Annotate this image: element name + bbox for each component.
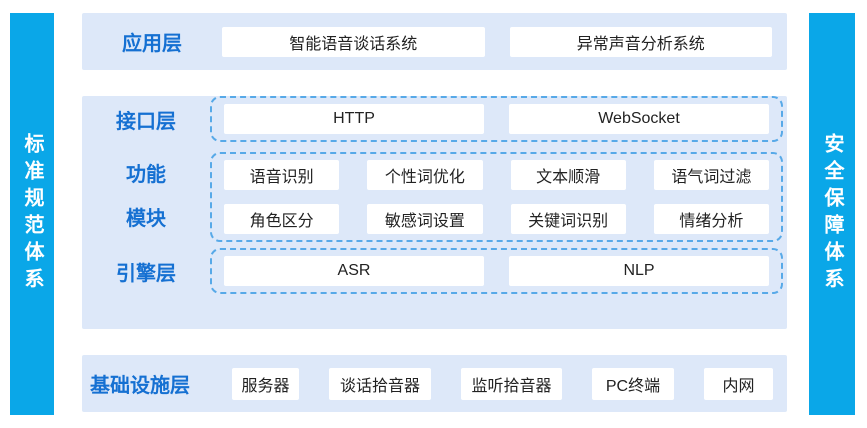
engine-box-nlp: NLP (509, 256, 769, 286)
core-layers-panel: 接口层 HTTP WebSocket 功能 模块 语音识别 个性词优化 文 (82, 96, 787, 329)
func-box-personalized-word-optimization: 个性词优化 (367, 160, 483, 190)
application-layer-panel: 应用层 智能语音谈话系统 异常声音分析系统 (82, 13, 787, 70)
func-box-role-differentiation: 角色区分 (224, 204, 340, 234)
infrastructure-layer-label-col: 基础设施层 (82, 369, 224, 398)
func-box-sensitive-word-settings: 敏感词设置 (367, 204, 483, 234)
func-box-keyword-recognition: 关键词识别 (510, 204, 626, 234)
interface-box-http: HTTP (224, 104, 484, 134)
infra-box-intranet: 内网 (704, 367, 773, 400)
engine-layer-row: 引擎层 ASR NLP (82, 248, 787, 294)
left-pillar: 标准规范体系 (10, 13, 54, 415)
engine-layer-label: 引擎层 (116, 262, 176, 285)
engine-layer-label-col: 引擎层 (82, 248, 210, 294)
func-box-modal-word-filtering: 语气词过滤 (653, 160, 769, 190)
function-module-row: 功能 模块 语音识别 个性词优化 文本顺滑 语气词过滤 角色区分 敏感词设置 关… (82, 152, 787, 242)
interface-box-websocket: WebSocket (509, 104, 769, 134)
right-pillar-label: 安全保障体系 (821, 133, 843, 295)
infra-box-conversation-pickup-mic: 谈话拾音器 (329, 367, 431, 400)
infrastructure-layer-panel: 基础设施层 服务器 谈话拾音器 监听拾音器 PC终端 内网 (82, 355, 787, 412)
right-pillar: 安全保障体系 (809, 13, 855, 415)
infra-box-monitoring-pickup-mic: 监听拾音器 (461, 367, 562, 400)
infrastructure-layer-label: 基础设施层 (90, 375, 190, 397)
engine-box-asr: ASR (224, 256, 484, 286)
infrastructure-layer-boxes: 服务器 谈话拾音器 监听拾音器 PC终端 内网 (232, 367, 773, 400)
infra-box-server: 服务器 (232, 367, 299, 400)
interface-layer-row: 接口层 HTTP WebSocket (82, 96, 787, 142)
function-module-group: 语音识别 个性词优化 文本顺滑 语气词过滤 角色区分 敏感词设置 关键词识别 情… (210, 152, 783, 242)
func-box-speech-recognition: 语音识别 (224, 160, 340, 190)
diagram-content: 应用层 智能语音谈话系统 异常声音分析系统 接口层 HTTP WebSocket (82, 13, 787, 412)
left-pillar-label: 标准规范体系 (21, 133, 43, 295)
application-layer-label: 应用层 (122, 33, 182, 55)
app-box-intelligent-voice-conversation-system: 智能语音谈话系统 (222, 26, 485, 57)
function-module-row-2: 角色区分 敏感词设置 关键词识别 情绪分析 (224, 204, 769, 234)
function-module-row-1: 语音识别 个性词优化 文本顺滑 语气词过滤 (224, 160, 769, 190)
interface-layer-group: HTTP WebSocket (210, 96, 783, 142)
application-layer-label-col: 应用层 (82, 27, 222, 56)
interface-layer-label-col: 接口层 (82, 96, 210, 142)
function-module-label-line2: 模块 (126, 208, 166, 230)
interface-layer-label: 接口层 (116, 110, 176, 133)
func-box-emotion-analysis: 情绪分析 (653, 204, 769, 234)
function-module-label-line1: 功能 (126, 164, 166, 186)
func-box-text-smoothing: 文本顺滑 (510, 160, 626, 190)
infra-box-pc-terminal: PC终端 (592, 367, 674, 400)
application-layer-boxes: 智能语音谈话系统 异常声音分析系统 (222, 26, 772, 57)
engine-layer-group: ASR NLP (210, 248, 783, 294)
app-box-abnormal-sound-analysis-system: 异常声音分析系统 (509, 26, 772, 57)
function-module-label-col: 功能 模块 (82, 152, 210, 242)
